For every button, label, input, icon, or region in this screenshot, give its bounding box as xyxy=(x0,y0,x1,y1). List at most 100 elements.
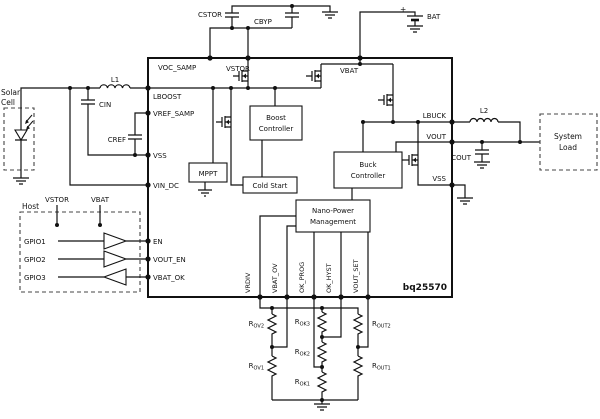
pin-vbat xyxy=(357,55,363,61)
junction xyxy=(356,345,360,349)
wire-buck-switch-node xyxy=(362,112,452,152)
solar-cell-box xyxy=(3,107,35,171)
junction xyxy=(320,335,324,339)
junction xyxy=(270,345,274,349)
pin-label-en: EN xyxy=(153,238,163,246)
wire-input-rail xyxy=(20,87,148,186)
buck-controller-label-line1: Buck xyxy=(359,161,377,169)
pin-ok-hyst xyxy=(338,294,344,300)
battery-label: BAT xyxy=(427,13,441,21)
nano-power-management-block xyxy=(295,199,371,233)
host-gpio-wires xyxy=(58,240,148,278)
pin-vss-left xyxy=(145,152,151,158)
system-load-line1: System xyxy=(554,132,582,141)
host-rail-vbat-label: VBAT xyxy=(91,196,110,204)
wire-okprog-tap xyxy=(313,297,322,368)
pin-label-ok-hyst: OK_HYST xyxy=(325,263,333,293)
solar-label-line1: Solar xyxy=(1,88,21,97)
pin-labels: VOC_SAMP VSTOR VBAT LBOOST VREF_SAMP VSS… xyxy=(153,64,447,293)
ground-symbol-mppt xyxy=(198,182,212,197)
pin-vout xyxy=(449,139,455,145)
resistor-rout2-symbol xyxy=(352,313,364,356)
cap-cin-label: CIN xyxy=(99,101,111,109)
pin-vrdiv xyxy=(257,294,263,300)
resistor-rov2-label: ROV2 xyxy=(249,320,264,330)
pin-label-ok-prog: OK_PROG xyxy=(298,262,306,293)
host-block: Host VSTOR VBAT GPIO1 GPIO2 GPIO3 xyxy=(19,196,148,293)
mosfet-buck-lowside-icon xyxy=(408,148,419,172)
junction xyxy=(68,86,72,90)
junction xyxy=(55,223,59,227)
cap-cref-symbol xyxy=(128,112,148,155)
mosfet-boost-rectifier-icon xyxy=(233,64,249,88)
inductor-l2-symbol xyxy=(469,117,499,123)
wire-voutset-tap xyxy=(358,297,369,348)
resistor-rout1-label: ROUT1 xyxy=(372,362,391,372)
pin-label-vbat-ok: VBAT_OK xyxy=(153,274,185,282)
wire-okhyst-tap xyxy=(322,297,342,338)
resistor-divider-network: ROV2 ROV1 ROK3 ROK2 ROK1 ROUT2 ROUT1 xyxy=(249,297,391,411)
ground-symbol-topcaps xyxy=(322,11,338,19)
buck-controller-block xyxy=(333,151,403,189)
pin-label-vss-right: VSS xyxy=(432,175,446,183)
pin-vout-en xyxy=(145,256,151,262)
cap-cstor-label: CSTOR xyxy=(198,11,222,19)
pin-label-lbuck: LBUCK xyxy=(423,112,447,120)
wire-vbatov-tap xyxy=(272,297,288,348)
pin-label-vref-samp: VREF_SAMP xyxy=(153,110,194,118)
junction xyxy=(133,153,137,157)
pin-vbat-ok xyxy=(145,274,151,280)
junction xyxy=(290,4,294,8)
mppt-block-label: MPPT xyxy=(199,170,218,178)
host-rail-vstor-label: VSTOR xyxy=(45,196,69,204)
junction xyxy=(358,62,362,66)
inductor-l2-label: L2 xyxy=(480,107,488,115)
cap-cref-label: CREF xyxy=(108,136,126,144)
host-box xyxy=(19,211,141,293)
inductor-l1-label: L1 xyxy=(111,76,119,84)
junction xyxy=(230,26,234,30)
host-gpio2-label: GPIO2 xyxy=(24,256,46,264)
pin-en xyxy=(145,238,151,244)
battery-branch: + BAT xyxy=(359,5,441,58)
boost-controller-block xyxy=(249,105,303,141)
junction xyxy=(246,86,250,90)
wire-junctions xyxy=(55,4,522,402)
wire-vrdiv-rail xyxy=(259,297,359,314)
cold-start-block xyxy=(242,176,298,194)
pin-label-lboost: LBOOST xyxy=(153,93,182,101)
pin-vss-right xyxy=(449,182,455,188)
solar-light-arrowhead-2 xyxy=(26,125,30,130)
ic-body xyxy=(147,57,453,298)
pin-ok-prog xyxy=(311,294,317,300)
wire-vbat-battery xyxy=(359,11,423,58)
system-load-box xyxy=(539,113,598,171)
resistor-rok2-symbol xyxy=(316,341,328,372)
wire-vstor-cap-rail xyxy=(209,5,331,58)
resistor-rok1-symbol xyxy=(316,371,328,400)
junction xyxy=(361,120,365,124)
solar-light-arrowhead-1 xyxy=(25,119,29,124)
wire-buck-lowside-vss xyxy=(417,172,452,186)
junction xyxy=(98,223,102,227)
solar-label-line2: Cell xyxy=(1,98,15,107)
buffer-gpio3-icon xyxy=(102,268,127,286)
pin-label-vrdiv: VRDIV xyxy=(244,272,252,293)
resistor-rok2-label: ROK2 xyxy=(295,348,310,358)
junction xyxy=(320,365,324,369)
junction xyxy=(320,306,324,310)
inductor-l1-symbol xyxy=(99,84,131,89)
wire-fet3-leads xyxy=(230,88,243,186)
host-rail-stubs xyxy=(56,205,101,225)
npm-label-line1: Nano-Power xyxy=(312,207,354,215)
pin-vbat-ov xyxy=(284,294,290,300)
cold-start-label: Cold Start xyxy=(253,182,288,190)
resistor-rov1-symbol xyxy=(266,355,278,400)
pin-label-vin-dc: VIN_DC xyxy=(153,182,179,190)
junction xyxy=(211,86,215,90)
junction xyxy=(246,26,250,30)
buck-controller-label-line2: Controller xyxy=(351,172,386,180)
mppt-block xyxy=(188,162,228,183)
pin-label-vstor: VSTOR xyxy=(226,65,250,73)
